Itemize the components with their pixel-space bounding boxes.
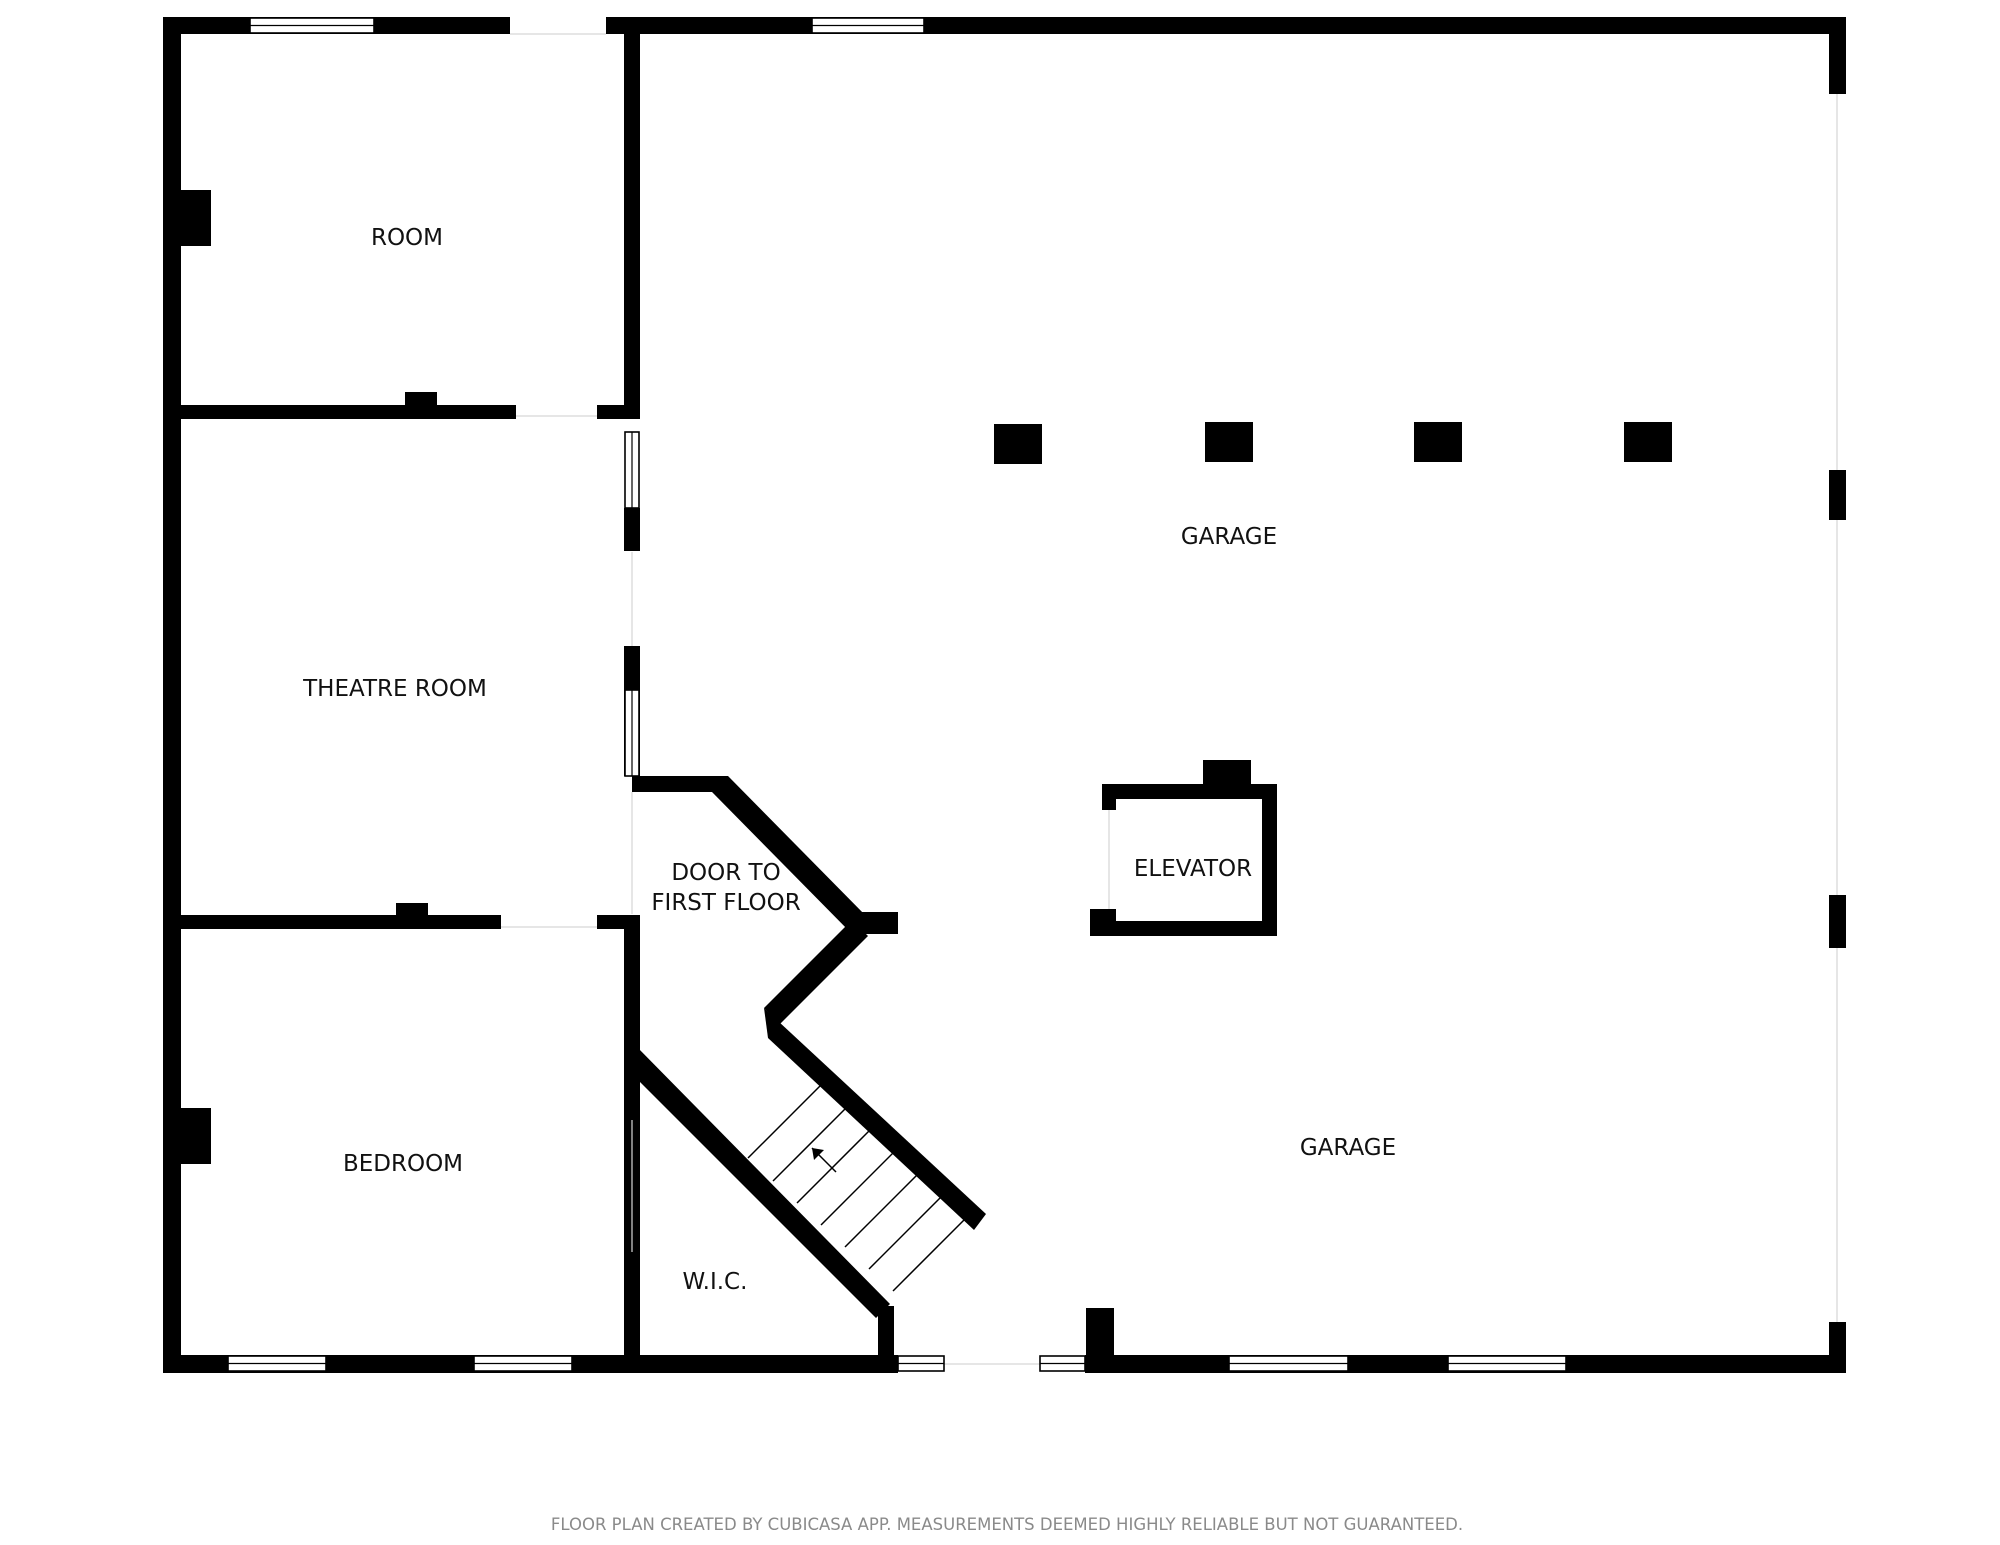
garage-columns (994, 422, 1672, 464)
door-openings (501, 33, 1040, 1365)
stair-direction-arrow-icon (812, 1148, 824, 1160)
room-label-bedroom: BEDROOM (343, 1151, 463, 1177)
room-label-theatre-room: THEATRE ROOM (302, 676, 487, 702)
room-label-garage-lower: GARAGE (1300, 1135, 1396, 1161)
room-label-wic: W.I.C. (683, 1269, 748, 1295)
elevator-shaft (1090, 760, 1277, 936)
room-label-elevator: ELEVATOR (1134, 856, 1252, 882)
room-label-room: ROOM (371, 225, 443, 251)
room-label-door-to-first-floor-line2: FIRST FLOOR (651, 890, 800, 916)
staircase (747, 1083, 968, 1292)
room-label-door-to-first-floor: DOOR TO (671, 860, 780, 886)
room-label-garage-upper: GARAGE (1181, 524, 1277, 550)
footer-disclaimer: FLOOR PLAN CREATED BY CUBICASA APP. MEAS… (551, 1515, 1463, 1534)
windows (227, 17, 1567, 1372)
